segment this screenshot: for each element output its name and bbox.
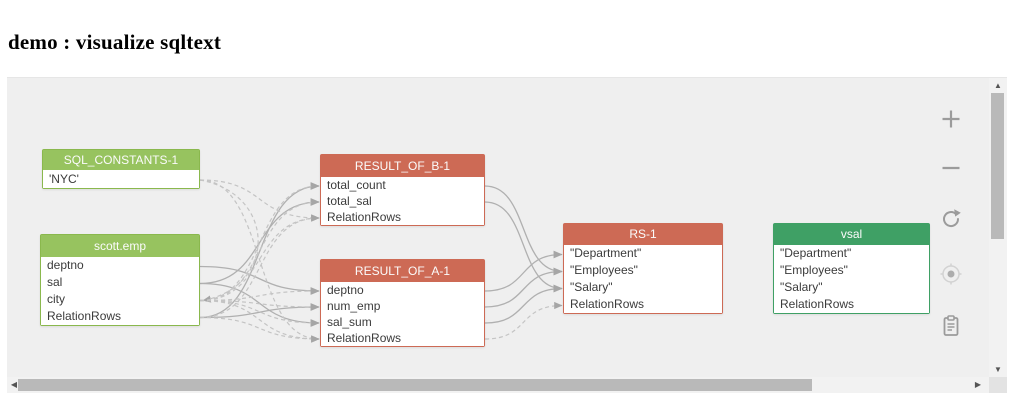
lineage-edge	[484, 267, 563, 308]
table-node-title[interactable]: RS-1	[564, 224, 722, 245]
scroll-up-arrow[interactable]: ▲	[994, 81, 1002, 90]
column-row[interactable]: sal_sum	[321, 314, 484, 330]
column-row[interactable]: "Department"	[774, 245, 929, 262]
lineage-edge	[484, 301, 563, 340]
column-row[interactable]: "Salary"	[564, 279, 722, 296]
lineage-edge	[199, 282, 320, 327]
column-row[interactable]: sal	[41, 274, 199, 291]
column-row[interactable]: num_emp	[321, 298, 484, 314]
lineage-edge	[199, 214, 320, 319]
column-row[interactable]: RelationRows	[774, 296, 929, 313]
lineage-edge	[199, 316, 320, 343]
table-node-rs_1[interactable]: RS-1"Department""Employees""Salary"Relat…	[563, 223, 723, 314]
lineage-edge	[199, 179, 320, 222]
lineage-edge	[199, 182, 320, 302]
copy-board-icon[interactable]	[939, 314, 963, 338]
lineage-edge	[199, 299, 320, 343]
horizontal-scrollbar-thumb[interactable]	[18, 379, 812, 391]
table-node-vsal[interactable]: vsal"Department""Employees""Salary"Relat…	[773, 223, 930, 314]
scrollbar-corner	[989, 377, 1007, 393]
column-row[interactable]: RelationRows	[321, 330, 484, 346]
zoom-in-icon[interactable]	[939, 107, 963, 131]
column-row[interactable]: "Salary"	[774, 279, 929, 296]
column-row[interactable]: deptno	[41, 257, 199, 274]
column-row[interactable]: city	[41, 291, 199, 308]
lineage-edge	[199, 299, 320, 311]
column-row[interactable]: "Employees"	[564, 262, 722, 279]
lineage-edge	[484, 201, 563, 293]
table-node-title[interactable]: scott.emp	[41, 235, 199, 257]
horizontal-scrollbar[interactable]: ◀ ▶	[7, 377, 989, 393]
lineage-edge	[484, 284, 563, 324]
lineage-edge	[199, 182, 320, 319]
lineage-edge	[199, 179, 259, 303]
lineage-edge	[199, 214, 320, 302]
table-node-sql_constants_1[interactable]: SQL_CONSTANTS-1'NYC'	[42, 149, 200, 189]
page-title: demo : visualize sqltext	[8, 30, 222, 54]
lineage-edge	[199, 299, 320, 327]
lineage-edge	[484, 250, 563, 292]
scroll-left-arrow[interactable]: ◀	[10, 380, 18, 389]
column-row[interactable]: RelationRows	[564, 296, 722, 313]
column-row[interactable]: RelationRows	[321, 209, 484, 225]
column-row[interactable]: 'NYC'	[43, 170, 199, 188]
lineage-edge	[199, 198, 320, 285]
scroll-right-arrow[interactable]: ▶	[974, 380, 982, 389]
column-row[interactable]: total_count	[321, 177, 484, 193]
lineage-edge	[199, 303, 320, 319]
table-node-title[interactable]: RESULT_OF_A-1	[321, 260, 484, 282]
reset-icon[interactable]	[939, 207, 963, 231]
lineage-edge	[199, 179, 320, 343]
center-focus-icon[interactable]	[939, 262, 963, 286]
column-row[interactable]: RelationRows	[41, 308, 199, 325]
table-node-title[interactable]: SQL_CONSTANTS-1	[43, 150, 199, 170]
column-row[interactable]: "Employees"	[774, 262, 929, 279]
column-row[interactable]: total_sal	[321, 193, 484, 209]
lineage-edge	[199, 198, 320, 302]
table-node-title[interactable]: RESULT_OF_B-1	[321, 155, 484, 177]
column-row[interactable]: deptno	[321, 282, 484, 298]
column-row[interactable]: "Department"	[564, 245, 722, 262]
zoom-out-icon[interactable]	[939, 156, 963, 180]
lineage-edge	[199, 287, 320, 302]
lineage-edge	[484, 185, 563, 276]
lineage-edge	[199, 265, 320, 295]
table-node-title[interactable]: vsal	[774, 224, 929, 245]
vertical-scrollbar-thumb[interactable]	[991, 93, 1004, 239]
vertical-scrollbar[interactable]: ▲ ▼	[989, 78, 1007, 378]
scroll-down-arrow[interactable]: ▼	[994, 365, 1002, 374]
